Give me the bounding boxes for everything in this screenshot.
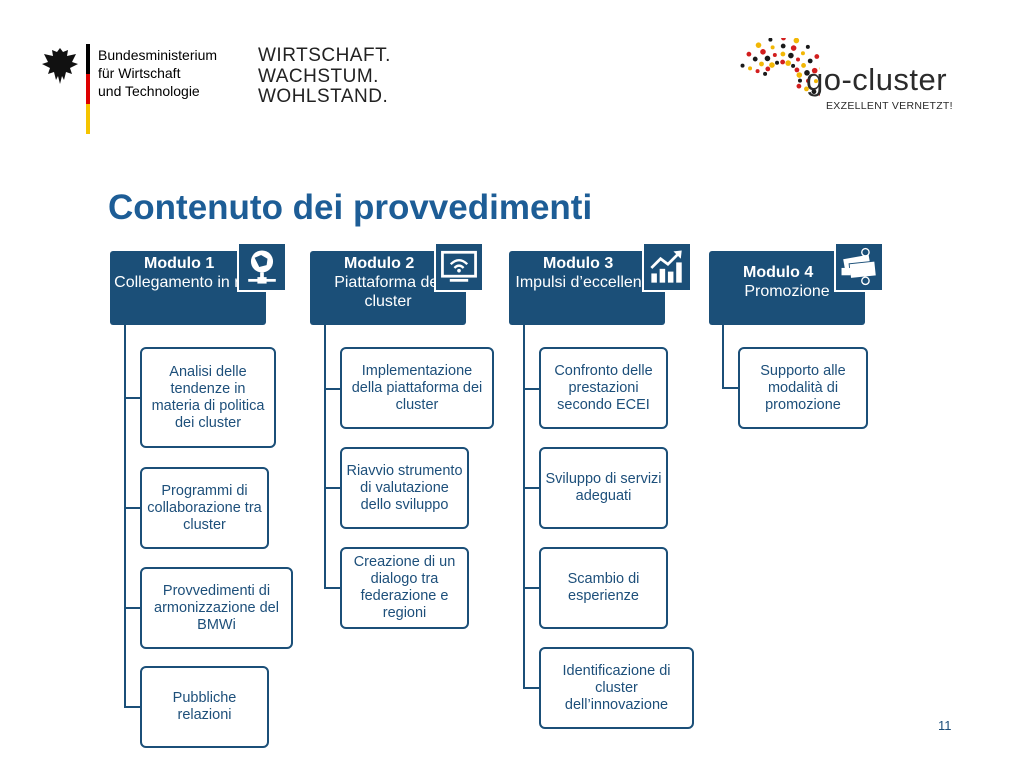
list-item: Implementazione della piattaforma dei cl… — [340, 347, 494, 429]
brand-tagline: EXZELLENT VERNETZT! — [826, 100, 953, 112]
logo-dot — [805, 44, 810, 49]
logo-dot — [801, 63, 806, 68]
german-flag-bar — [86, 44, 90, 134]
connector-line — [324, 388, 342, 390]
list-item: Provvedimenti di armonizzazione del BMWi — [140, 567, 293, 649]
logo-dot — [768, 38, 773, 42]
logo-dot — [796, 83, 802, 89]
logo-dot — [790, 45, 797, 51]
logo-dot — [797, 78, 802, 83]
ministry-line: und Technologie — [98, 83, 200, 99]
logo-dot — [746, 51, 752, 57]
ministry-line: Bundesministerium — [98, 47, 218, 63]
logo-dot — [775, 60, 780, 65]
logo-dot — [791, 63, 796, 68]
module-3-header: Modulo 3 Impulsi d’eccellenza — [509, 251, 665, 325]
logo-dot — [770, 45, 775, 50]
monitor-wifi-icon — [434, 242, 484, 292]
list-item: Creazione di un dialogo tra federazione … — [340, 547, 469, 629]
logo-dot — [780, 51, 786, 57]
connector-line — [324, 325, 326, 588]
logo-dot — [780, 59, 786, 65]
logo-dot — [796, 57, 801, 62]
module-subtitle: Promozione — [744, 283, 830, 300]
logo-dot — [755, 42, 762, 48]
slogan-line: WACHSTUM. — [258, 65, 379, 87]
logo-dot — [748, 66, 753, 71]
logo-dot — [763, 71, 768, 76]
logo-dot — [788, 52, 794, 59]
connector-line — [523, 325, 525, 688]
page-title: Contenuto dei provvedimenti — [108, 188, 593, 227]
logo-dot — [781, 38, 786, 41]
connector-line — [124, 325, 126, 707]
list-item: Pubbliche relazioni — [140, 666, 269, 748]
growth-chart-icon — [642, 242, 692, 292]
logo-dot — [811, 89, 817, 95]
connector-line — [124, 607, 142, 609]
connector-line — [722, 325, 724, 388]
connector-line — [523, 587, 541, 589]
brand-name: go-cluster — [806, 62, 948, 97]
connector-line — [523, 487, 541, 489]
connector-line — [124, 507, 142, 509]
connector-line — [124, 397, 142, 399]
logo-dot — [740, 63, 745, 68]
money-icon — [834, 242, 884, 292]
logo-dot — [785, 60, 791, 66]
connector-line — [722, 387, 740, 389]
list-item: Supporto alle modalità di promozione — [738, 347, 868, 429]
slogan: WIRTSCHAFT. WACHSTUM. WOHLSTAND. — [258, 45, 391, 108]
list-item: Scambio di esperienze — [539, 547, 668, 629]
network-icon — [237, 242, 287, 292]
logo-dot — [814, 54, 820, 59]
logo-dot — [752, 56, 758, 62]
ministry-line: für Wirtschaft — [98, 65, 181, 81]
logo-dot — [760, 49, 766, 55]
logo-dot — [796, 72, 803, 78]
logo-dot — [804, 70, 810, 76]
module-label: Modulo 2 — [344, 255, 415, 272]
module-subtitle: Impulsi d’eccellenza — [515, 274, 659, 291]
connector-line — [523, 687, 541, 689]
list-item: Analisi delle tendenze in materia di pol… — [140, 347, 276, 448]
logo-dot — [813, 79, 818, 84]
list-item: Programmi di collaborazione tra cluster — [140, 467, 269, 549]
logo-dot — [800, 51, 805, 56]
slogan-line: WOHLSTAND. — [258, 86, 389, 107]
go-cluster-dots-icon — [740, 38, 820, 97]
list-item: Identificazione di cluster dell’innovazi… — [539, 647, 694, 729]
logo-dot — [755, 69, 760, 74]
logo-dot — [769, 62, 775, 68]
list-item: Riavvio strumento di valutazione dello s… — [340, 447, 469, 529]
logo-dot — [764, 55, 771, 62]
logo-dot — [780, 43, 786, 49]
logo-dot — [805, 78, 810, 83]
module-subtitle: Piattaforma dei cluster — [334, 274, 442, 310]
connector-line — [324, 487, 342, 489]
logo-dot — [819, 92, 820, 97]
connector-line — [324, 587, 342, 589]
module-label: Modulo 3 — [543, 255, 614, 272]
page-number: 11 — [938, 718, 952, 733]
federal-eagle-icon — [42, 48, 78, 84]
list-item: Sviluppo di servizi adeguati — [539, 447, 668, 529]
logo-dot — [765, 66, 771, 72]
logo-dot — [804, 86, 809, 92]
slogan-line: WIRTSCHAFT. — [258, 45, 391, 66]
module-label: Modulo 4 — [743, 264, 814, 281]
logo-dot — [793, 38, 800, 44]
logo-dot — [794, 67, 800, 73]
logo-dot — [772, 53, 777, 58]
logo-dot — [811, 67, 818, 74]
module-subtitle: Collegamento in rete — [114, 274, 262, 291]
list-item: Confronto delle prestazioni secondo ECEI — [539, 347, 668, 429]
logo-dot — [807, 58, 813, 64]
connector-line — [124, 706, 142, 708]
ministry-name: Bundesministerium für Wirtschaft und Tec… — [98, 46, 217, 100]
module-label: Modulo 1 — [144, 255, 215, 272]
connector-line — [523, 388, 541, 390]
logo-dot — [759, 61, 764, 67]
